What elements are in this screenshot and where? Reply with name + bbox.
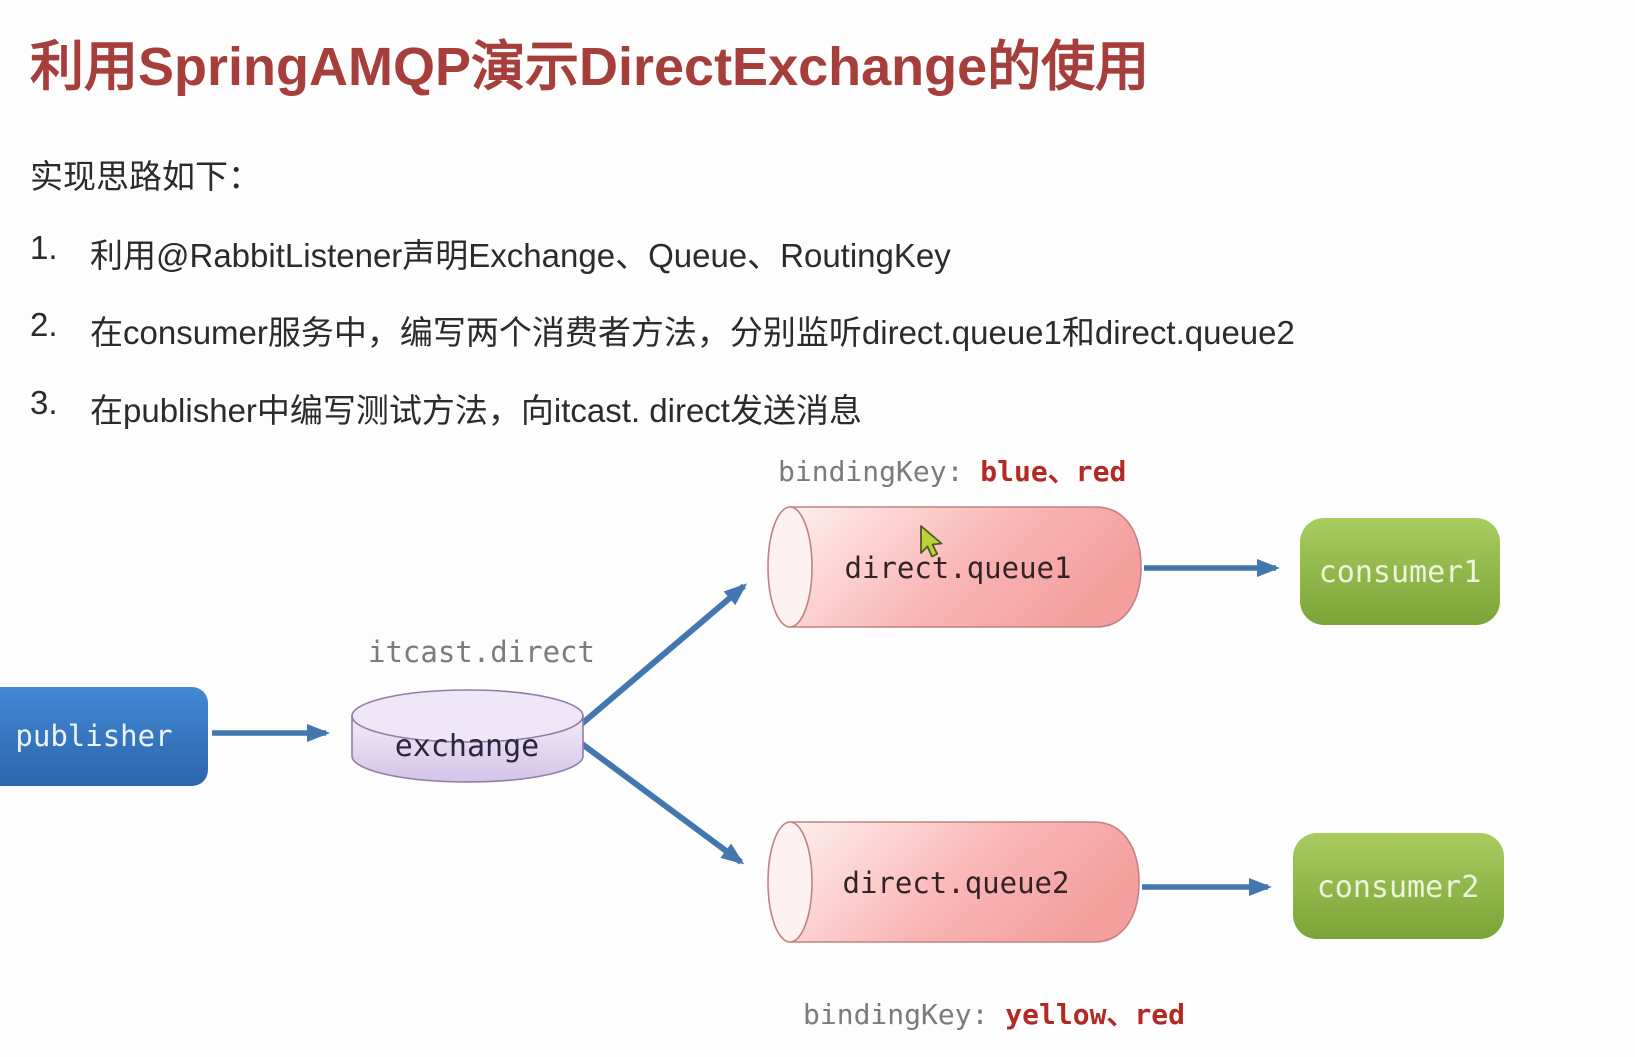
publisher-label: publisher	[15, 719, 172, 753]
arrow-exchange-to-queue2	[576, 738, 745, 865]
queue2-node: direct.queue2 bindingKey: yellow、red	[767, 821, 1185, 1031]
queue1-node: bindingKey: blue、red direct.queue1	[767, 455, 1142, 628]
step-text: 在consumer服务中，编写两个消费者方法，分别监听direct.queue1…	[90, 314, 1295, 351]
step-item-3: 3. 在publisher中编写测试方法，向itcast. direct发送消息	[30, 384, 862, 432]
step-item-1: 1. 利用@RabbitListener声明Exchange、Queue、Rou…	[30, 229, 951, 277]
step-text: 在publisher中编写测试方法，向itcast. direct发送消息	[90, 392, 862, 429]
binding-key-values: yellow、red	[1005, 998, 1185, 1031]
arrow-exchange-to-queue1	[576, 583, 748, 730]
binding-key-label: bindingKey:	[803, 998, 1005, 1031]
consumer2-node: consumer2	[1293, 833, 1504, 939]
mouse-cursor-icon	[920, 525, 943, 558]
step-number: 1.	[30, 229, 58, 266]
consumer1-node: consumer1	[1300, 518, 1500, 625]
queue2-binding-label: bindingKey: yellow、red	[803, 998, 1185, 1031]
publisher-node: publisher	[0, 687, 208, 786]
direct-exchange-diagram: publisher itcast.direct exchange binding…	[0, 455, 1504, 1031]
page-title: 利用SpringAMQP演示DirectExchange的使用	[30, 37, 1150, 97]
step-number: 3.	[30, 384, 58, 421]
exchange-cylinder-top	[351, 689, 584, 743]
queue2-cylinder-cap	[767, 821, 813, 943]
queue1-binding-label: bindingKey: blue、red	[778, 455, 1126, 488]
step-number: 2.	[30, 306, 58, 343]
exchange-name-label: itcast.direct	[368, 635, 595, 669]
step-text: 利用@RabbitListener声明Exchange、Queue、Routin…	[90, 237, 951, 274]
intro-text: 实现思路如下：	[30, 158, 261, 195]
queue2-label: direct.queue2	[843, 866, 1070, 900]
binding-key-label: bindingKey:	[778, 455, 980, 488]
consumer1-label: consumer1	[1319, 555, 1482, 590]
queue1-cylinder-cap	[767, 506, 813, 628]
queue1-label: direct.queue1	[845, 551, 1072, 585]
binding-key-values: blue、red	[980, 455, 1126, 488]
step-item-2: 2. 在consumer服务中，编写两个消费者方法，分别监听direct.que…	[30, 306, 1295, 354]
consumer2-label: consumer2	[1317, 870, 1480, 905]
exchange-label: exchange	[395, 729, 540, 764]
exchange-node: itcast.direct exchange	[351, 635, 595, 783]
